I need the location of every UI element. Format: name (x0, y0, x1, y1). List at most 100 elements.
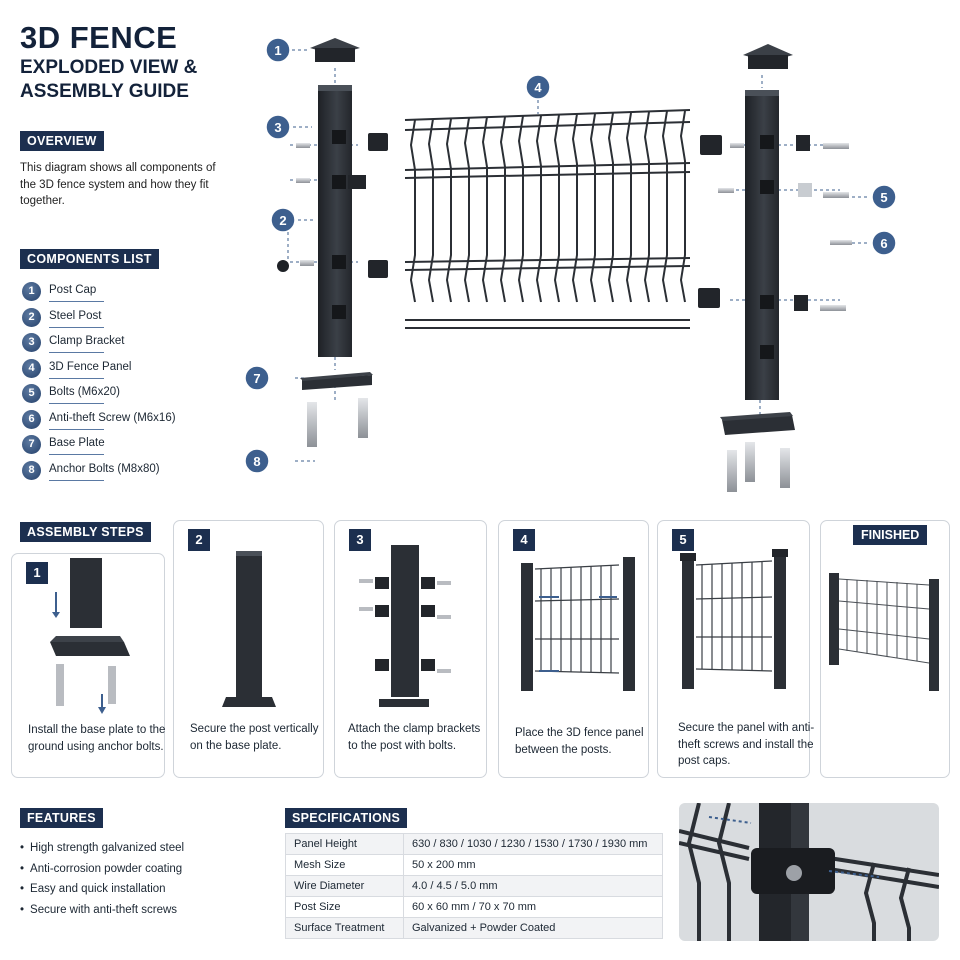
component-underline (49, 326, 104, 328)
step-description: Secure the panel with anti-theft screws … (678, 722, 815, 767)
component-number: 6 (22, 409, 41, 429)
component-label: Bolts (M6x20) (49, 386, 120, 398)
component-underline (49, 377, 104, 379)
spec-value: 4.0 / 4.5 / 5.0 mm (403, 875, 663, 897)
component-label: Anchor Bolts (M8x80) (49, 462, 160, 475)
component-underline (49, 403, 104, 404)
feature-item: Easy and quick installation (20, 879, 184, 900)
component-underline (49, 479, 104, 481)
step-card-finished: FINISHED (820, 520, 950, 778)
callout-2-label: 2 (279, 213, 286, 228)
callout-1: 1 (265, 37, 291, 63)
spec-value: Galvanized + Powder Coated (403, 917, 663, 939)
anchor-bolts-right (727, 442, 790, 492)
callout-5: 5 (871, 184, 897, 210)
component-underline (49, 454, 104, 455)
step-description: Secure the post vertically on the base p… (190, 723, 319, 752)
overview-text: This diagram shows all components of the… (20, 162, 216, 207)
callout-8: 8 (244, 448, 270, 474)
spec-key: Wire Diameter (285, 875, 404, 897)
spec-value: 50 x 200 mm (403, 854, 663, 876)
step-description: Install the base plate to the ground usi… (28, 724, 166, 753)
steel-post-right (745, 90, 779, 400)
component-number: 8 (22, 460, 41, 480)
clamp-brackets-right (698, 135, 852, 311)
exploded-view-diagram: 1 2 3 4 5 6 7 8 (244, 37, 897, 492)
title-line-2: EXPLODED VIEW & (20, 57, 198, 78)
spec-value: 630 / 830 / 1030 / 1230 / 1530 / 1730 / … (403, 833, 663, 855)
assembly-steps-heading: ASSEMBLY STEPS (20, 522, 151, 542)
step-3-illustration (359, 545, 451, 707)
step-number: 4 (513, 529, 535, 551)
anchor-bolts-left (307, 398, 368, 447)
component-underline (49, 301, 104, 302)
callout-6-label: 6 (880, 236, 887, 251)
step-number: 2 (188, 529, 210, 551)
component-number: 2 (22, 307, 41, 327)
step-card-3: 3 Attach the clamp brackets to the post … (334, 520, 487, 778)
component-label: Anti-theft Screw (M6x16) (49, 411, 176, 424)
component-label: Clamp Bracket (49, 335, 125, 347)
base-plate-right (720, 412, 795, 435)
callout-2: 2 (270, 207, 296, 233)
features-list: High strength galvanized steel Anti-corr… (20, 838, 184, 920)
component-item: 2 Steel Post (22, 307, 212, 333)
component-item: 5 Bolts (M6x20) (22, 383, 212, 409)
finished-heading: FINISHED (853, 525, 928, 545)
callout-4: 4 (525, 74, 551, 100)
specifications-heading: SPECIFICATIONS (285, 808, 408, 828)
step-number: 3 (349, 529, 371, 551)
callout-8-label: 8 (253, 454, 260, 469)
component-number: 4 (22, 358, 41, 378)
step-description: Attach the clamp brackets to the post wi… (348, 723, 481, 752)
callout-3-label: 3 (274, 120, 281, 135)
step-card-5: 5 Secure the panel with anti-theft screw… (657, 520, 814, 778)
step-description: Place the 3D fence panel between the pos… (515, 727, 644, 756)
clamp-brackets-left (277, 133, 388, 278)
component-item: 6 Anti-theft Screw (M6x16) (22, 409, 212, 435)
component-item: 8 Anchor Bolts (M8x80) (22, 460, 212, 486)
callout-6: 6 (871, 230, 897, 256)
component-number: 5 (22, 384, 41, 403)
component-label: 3D Fence Panel (49, 360, 132, 373)
feature-item: Anti-corrosion powder coating (20, 859, 184, 880)
component-underline (49, 428, 104, 430)
step-5-illustration (680, 549, 788, 689)
features-heading: FEATURES (20, 808, 103, 828)
guide-lines (287, 49, 870, 462)
spec-key: Panel Height (285, 833, 404, 855)
callout-5-label: 5 (880, 190, 887, 205)
component-item: 3 Clamp Bracket (22, 332, 212, 358)
component-number: 3 (22, 333, 41, 352)
component-label: Post Cap (49, 284, 97, 296)
title-line-1: 3D FENCE (20, 20, 178, 55)
post-cap-right (743, 44, 793, 69)
component-label: Base Plate (49, 437, 105, 449)
spec-key: Mesh Size (285, 854, 404, 876)
spec-key: Surface Treatment (285, 917, 404, 939)
finished-illustration (829, 573, 939, 691)
steel-post-left (318, 85, 352, 357)
step-card-2: 2 Secure the post vertically on the base… (173, 520, 324, 778)
callout-4-label: 4 (534, 80, 542, 95)
overview-heading: OVERVIEW (20, 131, 104, 151)
callout-3: 3 (265, 114, 291, 140)
component-label: Steel Post (49, 309, 102, 322)
step-1-illustration (50, 558, 130, 714)
feature-item: High strength galvanized steel (20, 838, 184, 859)
component-underline (49, 352, 104, 353)
title-line-3: ASSEMBLY GUIDE (20, 81, 189, 102)
step-2-illustration (222, 551, 276, 707)
callout-7-label: 7 (253, 371, 260, 386)
component-item: 4 3D Fence Panel (22, 358, 212, 384)
post-cap-left (310, 38, 360, 62)
fence-panel (404, 109, 691, 329)
feature-item: Secure with anti-theft screws (20, 900, 184, 921)
